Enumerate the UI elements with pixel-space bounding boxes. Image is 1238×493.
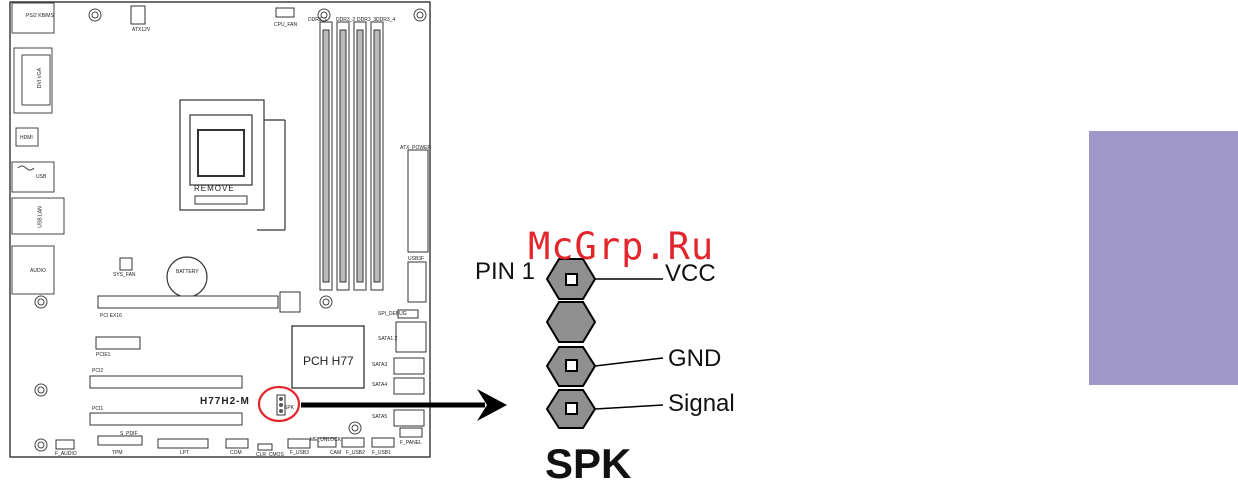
label-f-usb3: F_USB3 xyxy=(290,450,309,456)
label-me-unlock: ME_UNLOCK xyxy=(310,437,342,443)
pci-slot-2 xyxy=(89,375,243,389)
spk-pin-4 xyxy=(545,389,664,429)
label-sata3: SATA3 xyxy=(372,362,388,368)
label-hdmi: HDMI xyxy=(20,135,33,141)
label-cpu-fan: CPU_FAN xyxy=(274,22,298,28)
sata3-port xyxy=(393,357,425,375)
socket-label: REMOVE xyxy=(194,184,235,193)
label-ddr3-3: DDR3_3 xyxy=(357,17,377,23)
label-pci1: PCI1 xyxy=(92,406,104,412)
mounting-holes xyxy=(34,8,427,452)
spk-pin-3 xyxy=(545,346,664,387)
label-pcie16: PCI EX16 xyxy=(100,313,122,319)
dimm-slots xyxy=(319,21,384,291)
label-f-usb1: F_USB1 xyxy=(372,450,391,456)
pin-label-gnd: GND xyxy=(668,345,722,372)
chipset-label: PCH H77 xyxy=(303,354,354,368)
label-f-usb2: F_USB2 xyxy=(346,450,365,456)
cpu-socket xyxy=(179,99,286,231)
label-ddr3-4: DDR3_4 xyxy=(376,17,396,23)
label-audio: AUDIO xyxy=(30,268,46,274)
label-battery: BATTERY xyxy=(176,269,199,275)
pin-label-signal: Signal xyxy=(668,390,735,417)
sys-fan-header xyxy=(119,257,133,271)
board-model-label: H77H2-M xyxy=(200,396,250,407)
pin1-label: PIN 1 xyxy=(475,258,536,285)
label-usb-lan: USB LAN xyxy=(37,206,44,228)
pci-slot-1 xyxy=(89,412,243,426)
pch-chip xyxy=(291,325,365,389)
bottom-headers xyxy=(55,427,423,451)
pcie-x1-slot xyxy=(95,336,141,350)
label-sata1-2: SATA1 2 xyxy=(378,336,398,342)
side-tab xyxy=(1089,131,1238,385)
label-sys-fan: SYS_FAN xyxy=(113,272,136,278)
label-clr-cmos: CLR_CMOS xyxy=(256,452,284,458)
label-s-pdif: S_PDIF xyxy=(120,431,138,437)
sata4-port xyxy=(393,377,425,395)
pcie-x16-latch xyxy=(279,291,301,313)
label-lpt: LPT xyxy=(180,450,190,456)
rear-io xyxy=(11,2,65,295)
label-sata4: SATA4 xyxy=(372,382,388,388)
label-usb: USB xyxy=(36,174,47,180)
spk-pin-1 xyxy=(545,258,663,300)
sata5-port xyxy=(393,409,425,427)
atx-power-connector xyxy=(407,149,429,253)
cpu-fan-header xyxy=(275,7,295,18)
spk-header-on-board xyxy=(276,394,286,416)
label-vga-dvi: DVI VGA xyxy=(37,67,44,89)
label-spk-small: SPK xyxy=(284,405,295,411)
atx12v-connector xyxy=(130,5,146,25)
label-tpm: TPM xyxy=(112,450,123,456)
label-f-audio: F_AUDIO xyxy=(55,451,77,457)
label-usb3f: USB3F xyxy=(408,256,425,262)
label-f-panel: F_PANEL xyxy=(400,440,422,446)
label-pcie1: PCIE1 xyxy=(96,352,111,358)
spk-highlight-circle xyxy=(257,385,301,423)
spi-debug-header xyxy=(397,309,419,319)
label-atx-power: ATX_POWER xyxy=(400,145,432,151)
label-com: COM xyxy=(230,450,242,456)
motherboard-diagram xyxy=(9,1,431,458)
label-sata5: SATA5 xyxy=(372,414,388,420)
sata-1-2-ports xyxy=(395,321,427,353)
spk-connector-diagram xyxy=(545,258,664,429)
label-ddr3-1: DDR3_1 xyxy=(308,17,328,23)
spk-pin-2 xyxy=(545,301,597,343)
pin-label-vcc: VCC xyxy=(665,260,716,287)
connector-title: SPK xyxy=(545,440,632,487)
label-cam: CAM xyxy=(330,450,342,456)
label-atx12v: ATX12V xyxy=(132,27,151,33)
pcie-x16-slot xyxy=(97,295,279,309)
battery xyxy=(166,256,208,298)
label-ddr3-2: DDR3_2 xyxy=(336,17,356,23)
label-spi-debug: SPI_DEBUG xyxy=(378,311,407,317)
label-ps2: PS/2 KB/MS xyxy=(26,13,54,19)
label-pci2: PCI2 xyxy=(92,368,104,374)
watermark-text: McGrp.Ru xyxy=(528,225,715,268)
usb3-header xyxy=(407,261,427,303)
pointer-arrow xyxy=(301,389,507,421)
